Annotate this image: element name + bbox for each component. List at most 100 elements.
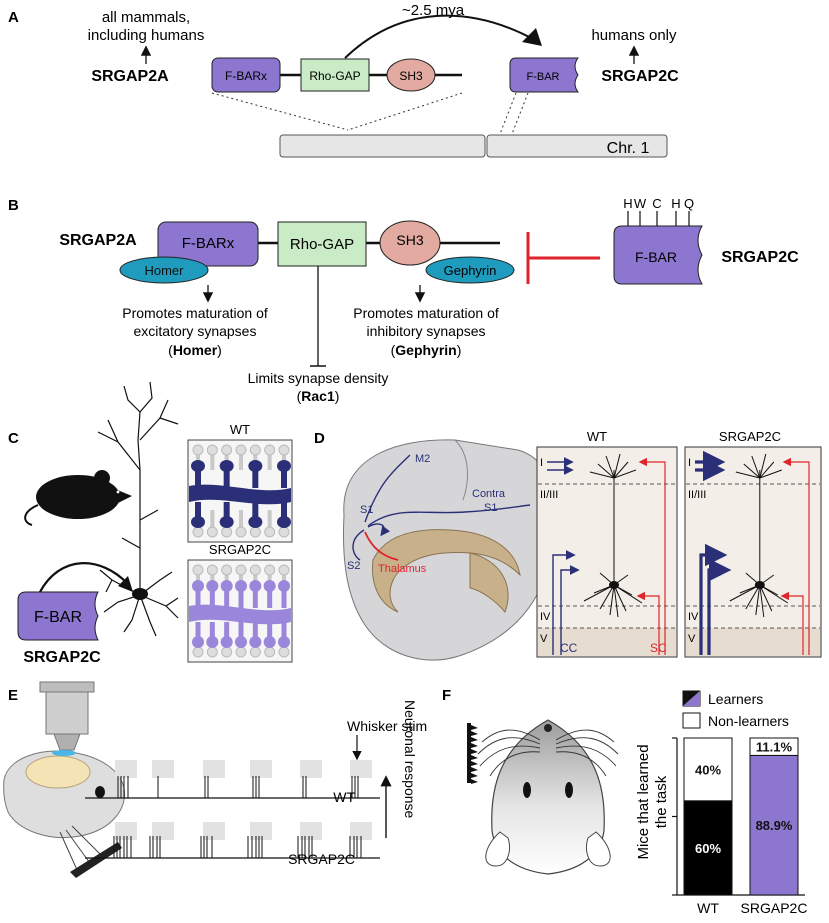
sh3-domain-a-label: SH3 [399, 69, 423, 83]
bar-learners [683, 800, 733, 896]
rhogap-domain-a-label: Rho-GAP [309, 69, 360, 83]
y-axis-label-line1: Mice that learned [635, 744, 652, 859]
duplication-arrowhead [522, 28, 542, 46]
mutation-label: W [634, 196, 647, 211]
gephyrin-protein [425, 256, 515, 284]
time-label: ~2.5 mya [402, 2, 465, 19]
stim-window [250, 822, 272, 840]
srgap2c-layer5-band [686, 628, 820, 656]
bouton-top [249, 444, 261, 456]
mouse-eye-e [95, 786, 105, 798]
srgap2c-trace-label: SRGAP2C [288, 851, 355, 867]
grating-tooth [471, 767, 478, 772]
spine-head [206, 580, 219, 592]
sc-input-l1 [638, 457, 666, 655]
mammals-note-line1: all mammals, [102, 9, 190, 26]
m2-projection [364, 454, 411, 523]
bouton-bottom [264, 646, 276, 658]
bouton-bottom [278, 646, 290, 658]
bouton-bottom [278, 526, 290, 538]
fbar-domain-a [509, 57, 579, 93]
sh3-domain-b [379, 220, 441, 266]
bouton-bottom [249, 526, 261, 538]
exposed-cortex [25, 755, 91, 789]
density-line1: Limits synapse density [248, 370, 389, 386]
bouton-bottom [235, 526, 247, 538]
bouton-bottom [221, 526, 233, 538]
gephyrin-label: Gephyrin [444, 263, 497, 278]
density-line2: (Rac1) [297, 388, 340, 404]
bouton-top [264, 564, 276, 576]
pyramidal-neuron [97, 381, 179, 637]
spine-head [248, 460, 263, 472]
bar-learners [749, 754, 799, 896]
zoom-line-a2 [347, 92, 463, 131]
layer-label: IV [540, 611, 551, 623]
panel-d-letter: D [314, 430, 325, 447]
contra-s1-label: S1 [484, 502, 497, 514]
grating-tooth [471, 743, 478, 748]
excit-line1: Promotes maturation of [122, 305, 268, 321]
brain-section [342, 439, 556, 661]
expression-arrow [39, 562, 129, 593]
wt-dendrite-label: WT [230, 422, 250, 437]
wt-column-box [536, 446, 678, 658]
stim-window [115, 822, 137, 840]
chromosome-segment-left [279, 134, 486, 158]
spine-head [249, 636, 262, 648]
excit-line2: excitatory synapses [134, 323, 257, 339]
bouton-top [206, 564, 218, 576]
fbarx-domain-b-label: F-BARx [182, 235, 235, 252]
cc-input-l5a [552, 550, 576, 655]
panel-c-letter: C [8, 430, 19, 447]
x-tick-label: SRGAP2C [741, 900, 808, 916]
objective-body [45, 687, 89, 735]
right-eye [565, 782, 573, 798]
fbarx-domain-a [211, 57, 281, 93]
bouton-top [249, 564, 261, 576]
legend-learners-label: Learners [708, 691, 763, 707]
grating-tooth [471, 755, 478, 760]
left-ear [485, 831, 510, 867]
left-eye [523, 782, 531, 798]
bouton-bottom [192, 526, 204, 538]
m2-label: M2 [415, 453, 430, 465]
mutation-label: Q [684, 196, 694, 211]
panel-e-letter: E [8, 687, 18, 704]
bouton-bottom [192, 646, 204, 658]
grating-tooth [471, 761, 478, 766]
srgap2c-column-title: SRGAP2C [719, 429, 781, 444]
spine-head [263, 580, 276, 592]
mouse-body [491, 719, 605, 875]
gene-srgap2c-label: SRGAP2C [601, 68, 679, 85]
legend-nonlearners-swatch [682, 712, 701, 729]
gene-srgap2c-label-c: SRGAP2C [23, 649, 101, 666]
rhogap-domain-a [300, 58, 370, 92]
layer-label: II/III [688, 489, 706, 501]
grating-tooth [471, 773, 478, 778]
mutation-label: C [652, 196, 661, 211]
column-soma [609, 581, 619, 589]
cc-input-l5b [707, 558, 732, 655]
spine-head [219, 516, 234, 528]
bouton-top [235, 564, 247, 576]
panel-d: D M2 S1 Contra S1 S2 Thalamus WT III/III… [314, 429, 822, 661]
chart-legend: Learners Non-learners [682, 690, 789, 729]
fbar-domain-c-label: F-BAR [34, 609, 82, 626]
spine-head [192, 636, 204, 648]
spine-head [191, 516, 205, 528]
spine-head [248, 516, 263, 528]
contra-projection [367, 504, 531, 527]
layer-label: II/III [540, 489, 558, 501]
stimulus-grating [471, 725, 478, 784]
bouton-top [192, 564, 204, 576]
bouton-bottom [249, 646, 261, 658]
layer-label: IV [688, 611, 699, 623]
bouton-top [192, 444, 204, 456]
s1-loop-arrow [367, 523, 391, 537]
panel-b: B SRGAP2A F-BARx Homer Rho-GAP SH3 Gephy… [8, 196, 799, 404]
inhib-line3: (Gephyrin) [391, 342, 462, 358]
cc-input-l5b [560, 565, 580, 655]
zoom-line-c2 [511, 92, 529, 135]
